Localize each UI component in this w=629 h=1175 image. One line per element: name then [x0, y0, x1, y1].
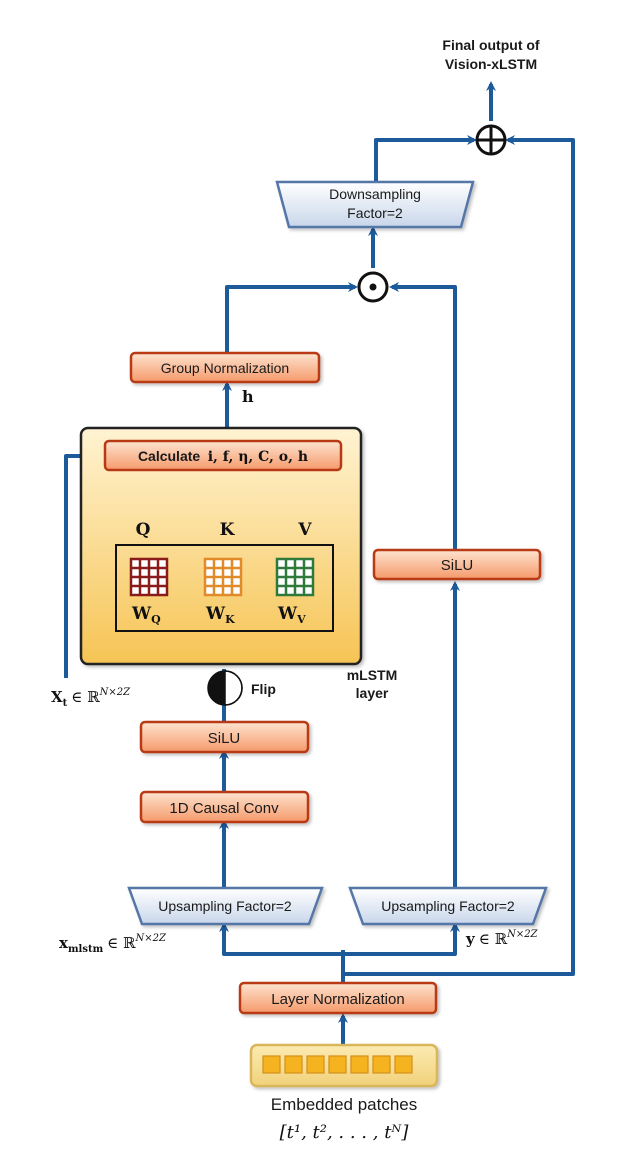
silu-left-label: SiLU	[208, 730, 241, 747]
upsampling-left-block	[127, 886, 324, 926]
y-label: y∈ ℝN×2Z	[465, 929, 539, 948]
hadamard-operator	[357, 271, 389, 303]
patch-token	[328, 1055, 347, 1074]
arrow-residual-skip	[343, 135, 575, 976]
wq-label: WQ	[131, 604, 161, 626]
patches-sequence: [t¹, t², . . . , tᴺ]	[280, 1122, 410, 1143]
plus-operator	[475, 124, 507, 156]
arrow-split-to-upsampling-left	[219, 922, 343, 956]
flip-label: Flip	[251, 681, 276, 697]
wk-grid-icon	[203, 557, 243, 597]
title-line-1: Final output of	[442, 37, 540, 53]
upsampling-right-block	[348, 886, 548, 926]
upsampling-left-label: Upsampling Factor=2	[158, 898, 292, 914]
wk-label: WK	[205, 604, 235, 626]
wv-label: WV	[277, 604, 306, 626]
downsampling-block	[275, 180, 475, 229]
arrow-groupnorm-to-dot	[225, 282, 358, 353]
patch-token	[284, 1055, 303, 1074]
calculate-block	[103, 439, 343, 472]
calculate-label: Calculate i, f, η, C, o, h	[138, 448, 308, 465]
causal-conv-label: 1D Causal Conv	[169, 800, 279, 817]
causal-conv-block	[139, 790, 310, 824]
flip-icon	[207, 670, 243, 706]
patch-tokens	[262, 1055, 413, 1074]
wv-grid-icon	[275, 557, 315, 597]
layer-norm-block	[238, 981, 438, 1015]
x-mlstm-label: xmlstm∈ ℝN×2Z	[59, 933, 167, 955]
wq-grid-icon	[129, 557, 169, 597]
silu-left-block	[139, 720, 310, 754]
group-norm-block	[129, 351, 321, 384]
downsampling-label-2: Factor=2	[347, 205, 403, 221]
mlstm-label-1: mLSTM	[347, 667, 398, 683]
layer-norm-label: Layer Normalization	[271, 991, 404, 1008]
upsampling-right-label: Upsampling Factor=2	[381, 898, 515, 914]
title-line-2: Vision-xLSTM	[445, 56, 537, 72]
xt-label: Xt∈ ℝN×2Z	[51, 687, 131, 709]
q-label: Q	[136, 520, 151, 540]
patch-token	[262, 1055, 281, 1074]
arrow-downsampling-to-plus	[374, 135, 477, 182]
patch-token	[372, 1055, 391, 1074]
mlstm-label-2: layer	[356, 685, 389, 701]
k-label: K	[220, 520, 236, 540]
patch-token	[394, 1055, 413, 1074]
patch-token	[350, 1055, 369, 1074]
arrow-split-to-upsampling-right	[343, 922, 460, 956]
group-norm-label: Group Normalization	[161, 360, 289, 376]
downsampling-label-1: Downsampling	[329, 186, 421, 202]
embedded-patches-label: Embedded patches	[271, 1095, 418, 1114]
h-label: h	[242, 387, 254, 406]
weights-box	[115, 544, 334, 632]
silu-right-block	[372, 548, 542, 581]
silu-right-label: SiLU	[441, 557, 474, 574]
v-label: V	[297, 520, 312, 540]
patch-token	[306, 1055, 325, 1074]
arrow-silu-right-to-dot	[389, 282, 457, 550]
